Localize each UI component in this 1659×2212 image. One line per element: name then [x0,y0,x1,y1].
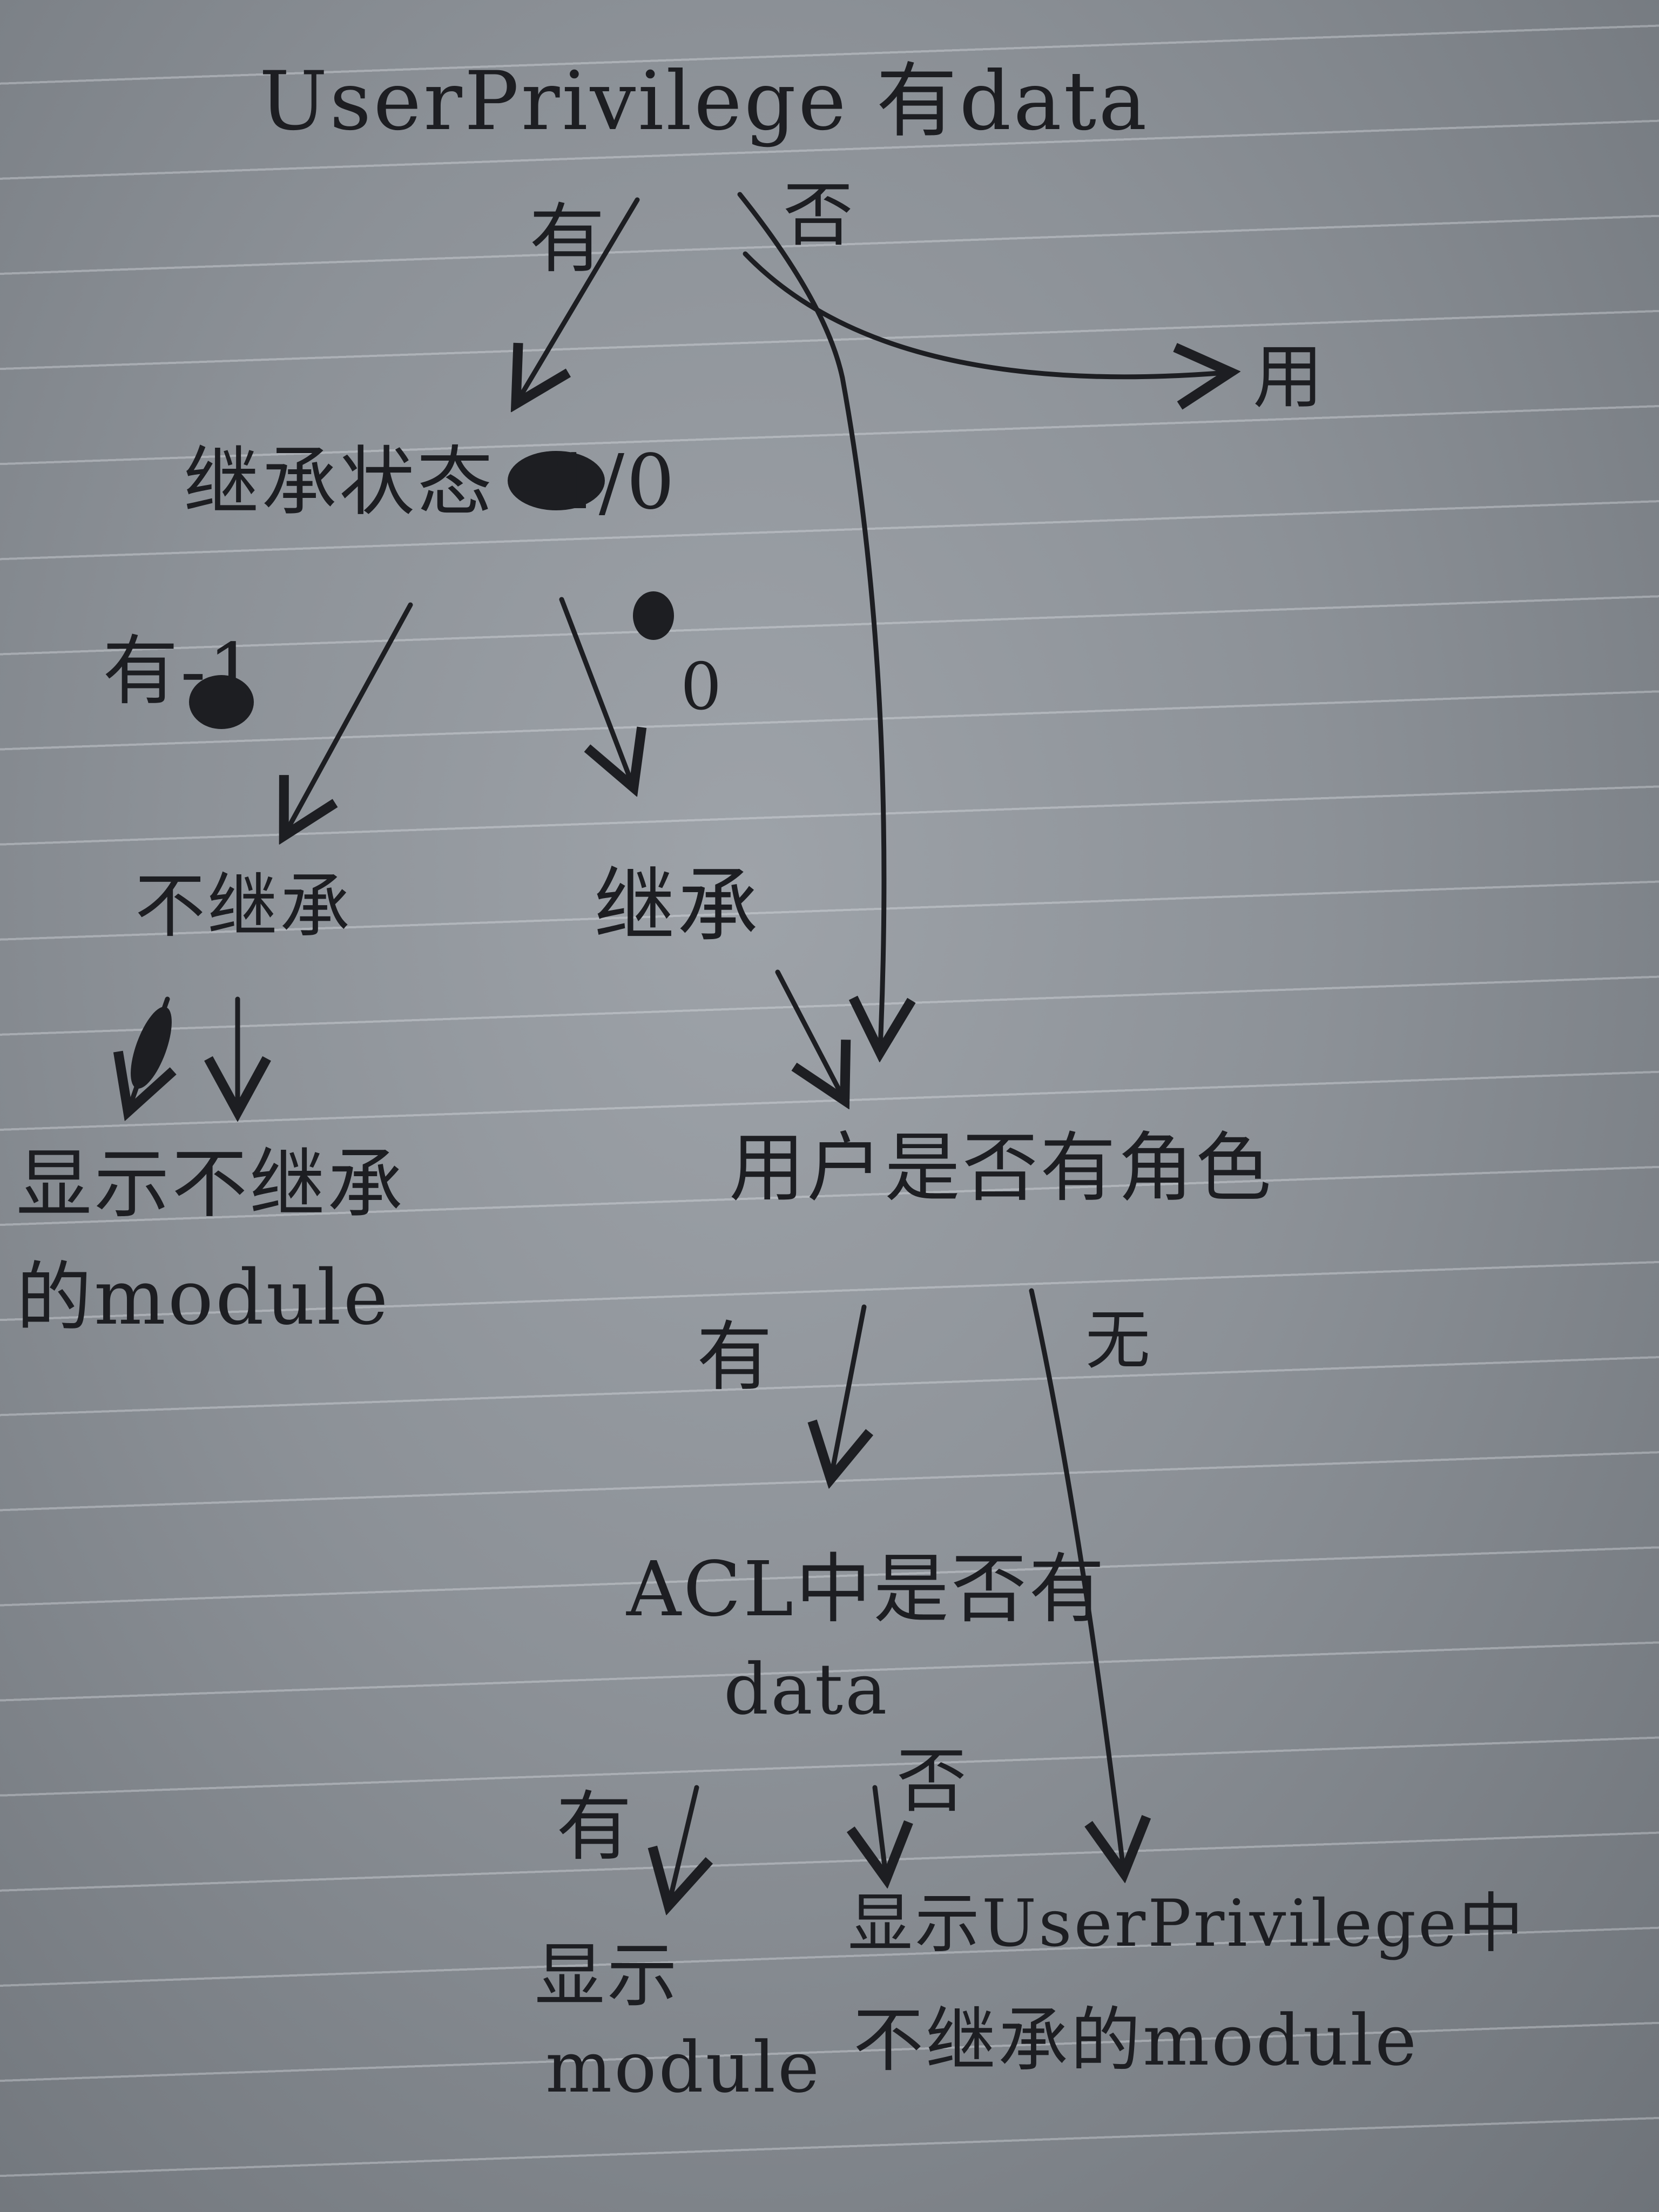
arrow-role-no-to-show-userprivilege [1029,1288,1123,1869]
arrow-root-to-yong [743,251,1226,377]
node-acl-has-data-line2: data [724,1648,889,1730]
node-not-inherit: 不继承 [135,865,353,947]
node-show-userprivilege-line1: 显示UserPrivilege中 [848,1886,1526,1961]
edge-acl-yes: 有 [556,1783,635,1871]
arrow-state-to-inherit [559,597,632,783]
node-acl-has-data-line1: ACL中是否有 [626,1546,1107,1634]
arrow-state-to-not-inherit [286,602,413,832]
edge-root-no-target: 用 [1253,336,1326,418]
edge-role-no: 无 [1085,1303,1152,1378]
edge-root-no: 否 [783,174,856,256]
node-show-not-inherited-line2: 的module [16,1254,390,1342]
edge-state-has: 有-1 [103,628,259,716]
node-inherit: 继承 [594,859,761,953]
node-show-module-line1: 显示 [535,1934,680,2017]
edge-state-zero: 0 [680,650,724,725]
node-show-userprivilege-line2: 不继承的module [853,1999,1419,2081]
edge-root-yes: 有 [529,195,608,284]
arrow-acl-yes-to-module [670,1785,697,1901]
node-inherit-state: 继承状态 -1/0 [184,439,677,527]
edge-acl-no: 否 [896,1740,969,1822]
arrow-root-to-state [518,197,640,400]
arrow-inherit-to-user-role [775,969,842,1096]
node-show-not-inherited-line1: 显示不继承 [16,1141,406,1229]
arrow-acl-no-to-show-userprivilege [875,1785,886,1874]
arrow-role-yes-to-acl [832,1304,864,1474]
node-show-module-line2: module [545,2026,821,2108]
ink-scribbles [131,451,674,1089]
arrow-root-to-user-side [737,192,884,1048]
node-root: UserPrivilege 有data [259,55,1149,149]
edge-role-yes: 有 [697,1313,775,1401]
node-user-has-role: 用户是否有角色 [729,1124,1274,1212]
